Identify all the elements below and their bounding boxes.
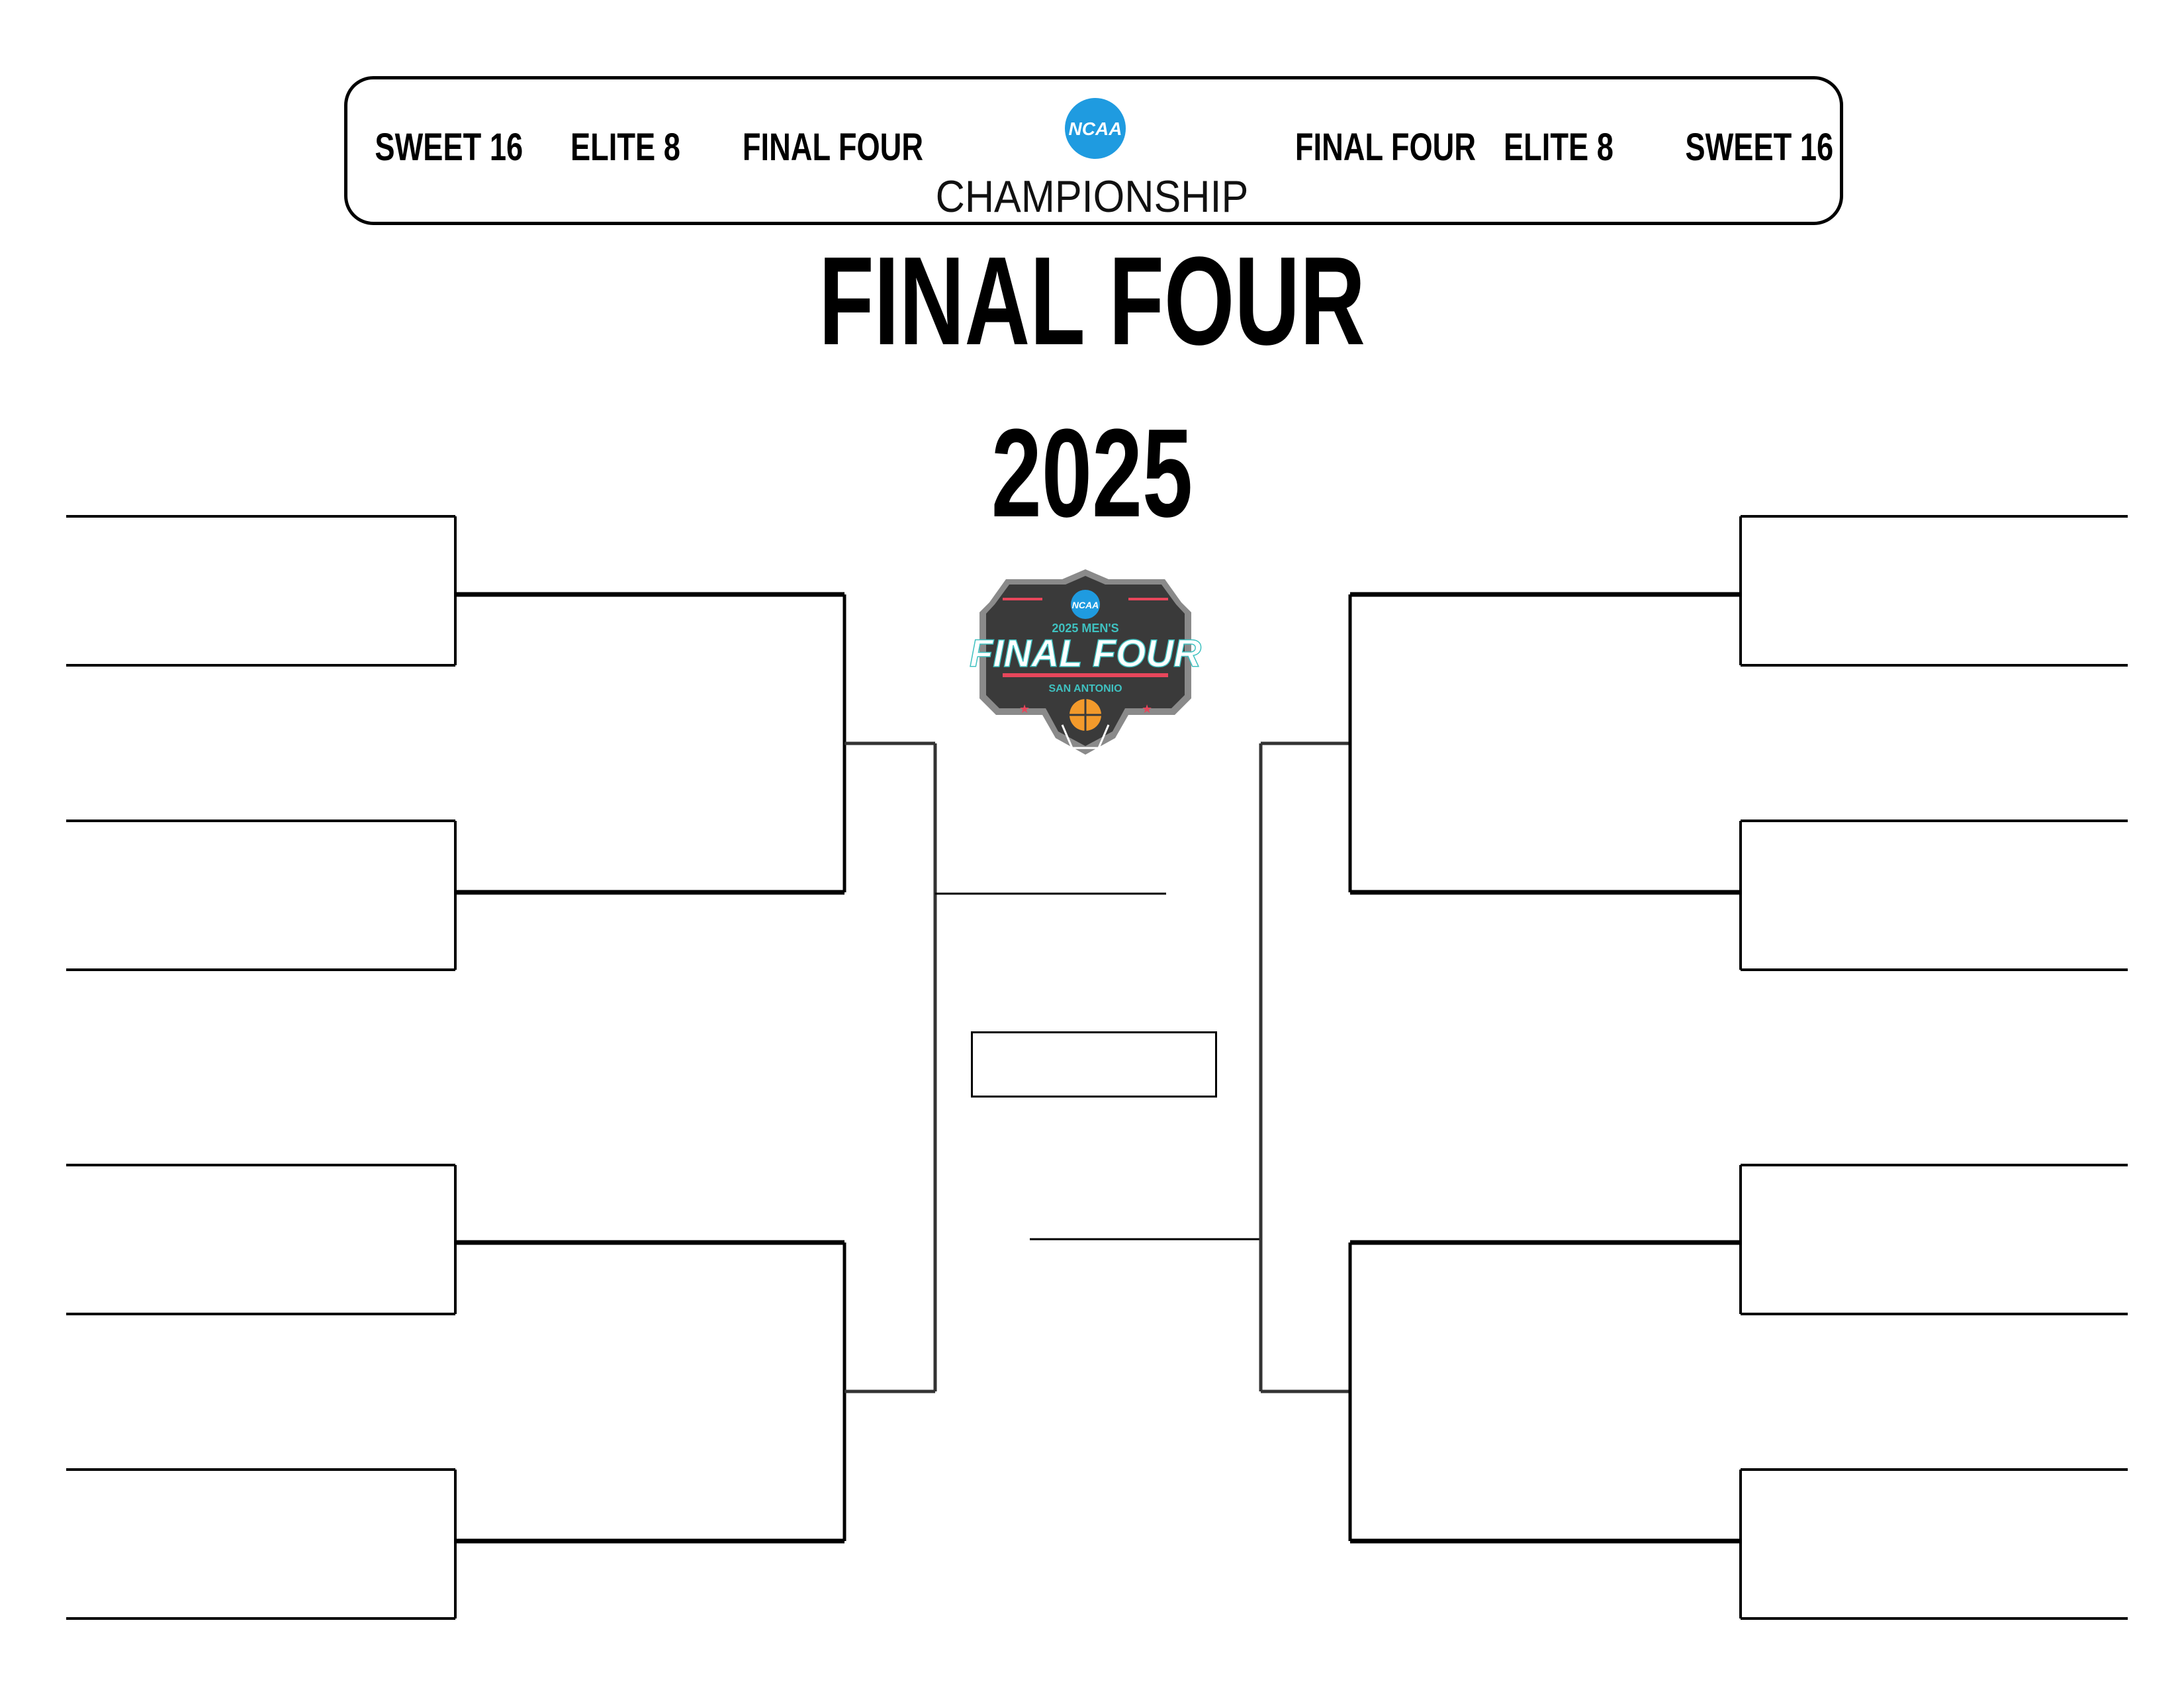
- ncaa-logo-icon: NCAA: [1065, 98, 1126, 159]
- round-label-sweet16-right: SWEET 16: [1685, 126, 1834, 169]
- round-header: [344, 76, 1843, 225]
- ncaa-logo-text: NCAA: [1069, 118, 1122, 139]
- champion-box[interactable]: [971, 1031, 1217, 1098]
- round-label-elite8-right: ELITE 8: [1504, 126, 1614, 169]
- page-title: FINAL FOUR: [819, 231, 1365, 371]
- final-four-event-logo: NCAA 2025 MEN'S FINAL FOUR SAN ANTONIO ★…: [969, 569, 1202, 755]
- logo-shield-shape: [979, 569, 1191, 755]
- logo-subtitle: 2025 MEN'S: [1052, 622, 1118, 635]
- round-label-sweet16-left: SWEET 16: [375, 126, 523, 169]
- logo-location: SAN ANTONIO: [1048, 683, 1122, 694]
- logo-ncaa-badge-icon: [1071, 590, 1100, 619]
- logo-main-text: FINAL FOUR: [970, 632, 1201, 675]
- svg-text:★: ★: [1019, 702, 1030, 716]
- logo-net-icon: [1061, 724, 1110, 749]
- championship-label: CHAMPIONSHIP: [935, 171, 1249, 222]
- round-label-elite8-left: ELITE 8: [570, 126, 680, 169]
- logo-ncaa-text: NCAA: [1072, 600, 1099, 610]
- year-title: 2025: [991, 403, 1193, 543]
- svg-text:★: ★: [1142, 702, 1152, 716]
